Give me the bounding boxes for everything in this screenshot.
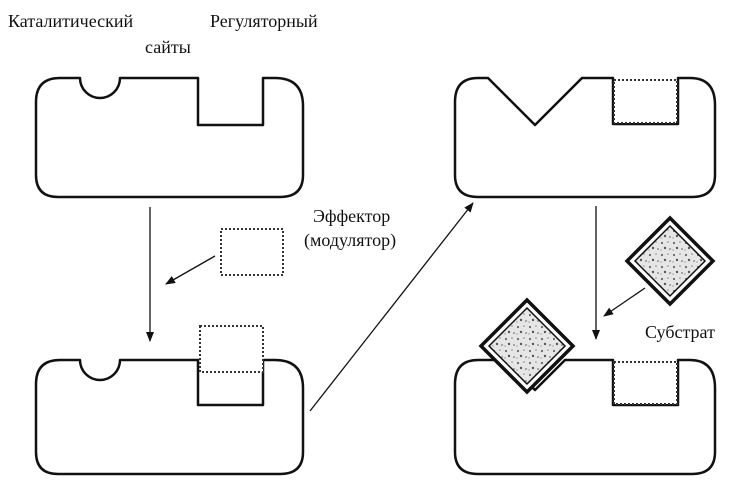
effector-bound-top-right (613, 79, 678, 124)
enzyme-bottom-right (453, 358, 717, 476)
effector-bound-bottom-right (613, 361, 678, 405)
label-effector-line2: (модулятор) (304, 230, 397, 250)
arrow-effector-to-enzyme (165, 255, 216, 285)
label-catalytic-line1: Каталитический (8, 11, 134, 31)
substrate-bound (478, 297, 576, 395)
effector-bound (199, 325, 264, 373)
substrate-free (624, 215, 716, 307)
label-regulatory: Регуляторный (210, 11, 318, 31)
enzyme-bottom-left (34, 358, 305, 476)
enzyme-top-right (453, 76, 717, 199)
enzyme-top-left (34, 76, 305, 199)
arrow-diagonal-up (309, 202, 474, 412)
arrow-substrate-to-enzyme (603, 287, 646, 317)
label-substrate: Субстрат (645, 322, 715, 342)
effector-free (220, 228, 284, 276)
label-effector-line1: Эффектор (313, 206, 391, 226)
label-catalytic-line2: сайты (145, 37, 191, 57)
